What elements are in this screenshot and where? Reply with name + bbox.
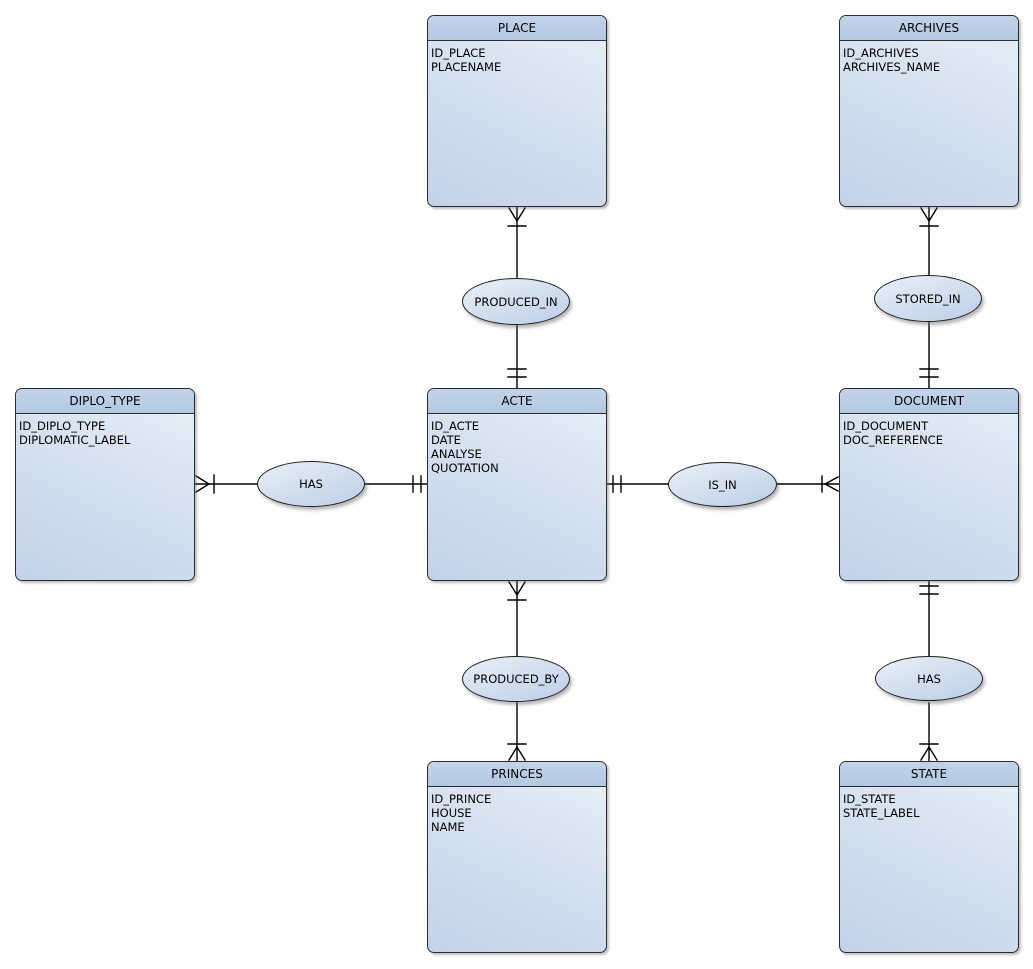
- crow-foot-marker: [920, 746, 938, 761]
- attribute-row: PLACENAME: [431, 60, 502, 74]
- entity-state[interactable]: STATE ID_STATE STATE_LABEL: [839, 761, 1019, 953]
- entity-acte-attributes: ID_ACTE DATE ANALYSE QUOTATION: [428, 414, 606, 475]
- connector-acte-is-in-document[interactable]: [606, 475, 840, 493]
- entity-princes-attributes: ID_PRINCE HOUSE NAME: [428, 787, 606, 834]
- entity-place[interactable]: PLACE ID_PLACE PLACENAME: [427, 15, 607, 207]
- entity-princes[interactable]: PRINCES ID_PRINCE HOUSE NAME: [427, 761, 607, 953]
- connector-place-produced-in-acte[interactable]: [507, 206, 527, 389]
- crow-foot-marker: [508, 746, 526, 761]
- double-bar-marker: [412, 475, 422, 493]
- attribute-row: DIPLOMATIC_LABEL: [19, 433, 131, 447]
- relationship-label: PRODUCED_IN: [474, 294, 558, 309]
- entity-princes-title: PRINCES: [428, 762, 606, 787]
- entity-diplo-type[interactable]: DIPLO_TYPE ID_DIPLO_TYPE DIPLOMATIC_LABE…: [15, 388, 195, 581]
- attribute-row: NAME: [431, 820, 465, 834]
- attribute-row: ID_PLACE: [431, 46, 486, 60]
- crow-foot-marker: [824, 476, 839, 492]
- relationship-has-document-state[interactable]: HAS: [875, 656, 983, 701]
- attribute-row: STATE_LABEL: [843, 806, 920, 820]
- relationship-label: STORED_IN: [895, 291, 961, 306]
- crow-foot-marker: [195, 475, 210, 493]
- attribute-row: ID_DIPLO_TYPE: [19, 419, 106, 433]
- entity-archives[interactable]: ARCHIVES ID_ARCHIVES ARCHIVES_NAME: [839, 15, 1019, 207]
- relationship-is-in[interactable]: IS_IN: [668, 462, 777, 507]
- attribute-row: ID_ACTE: [431, 419, 479, 433]
- relationship-stored-in[interactable]: STORED_IN: [874, 275, 982, 322]
- entity-place-attributes: ID_PLACE PLACENAME: [428, 41, 606, 74]
- entity-acte-title: ACTE: [428, 389, 606, 414]
- attribute-row: DATE: [431, 433, 461, 447]
- entity-document-title: DOCUMENT: [840, 389, 1018, 414]
- entity-place-title: PLACE: [428, 16, 606, 41]
- double-bar-marker: [507, 368, 527, 378]
- attribute-row: ID_STATE: [843, 792, 896, 806]
- attribute-row: ARCHIVES_NAME: [843, 60, 941, 74]
- attribute-row: ID_ARCHIVES: [843, 46, 919, 60]
- relationship-produced-by[interactable]: PRODUCED_BY: [462, 656, 570, 702]
- entity-archives-attributes: ID_ARCHIVES ARCHIVES_NAME: [840, 41, 1018, 74]
- attribute-row: ID_DOCUMENT: [843, 419, 929, 433]
- crow-foot-marker: [920, 207, 938, 222]
- connector-diplo-type-has-acte[interactable]: [194, 474, 428, 494]
- relationship-label: PRODUCED_BY: [473, 672, 559, 686]
- attribute-row: ANALYSE: [431, 447, 482, 461]
- attribute-row: ID_PRINCE: [431, 792, 492, 806]
- relationship-label: IS_IN: [708, 477, 737, 492]
- relationship-label: HAS: [299, 477, 323, 491]
- entity-archives-title: ARCHIVES: [840, 16, 1018, 41]
- relationship-has-diplo-type-acte[interactable]: HAS: [257, 461, 365, 507]
- entity-diplo-type-title: DIPLO_TYPE: [16, 389, 194, 414]
- entity-state-attributes: ID_STATE STATE_LABEL: [840, 787, 1018, 820]
- crow-foot-marker: [508, 207, 526, 222]
- double-bar-marker: [919, 585, 939, 595]
- attribute-row: QUOTATION: [431, 461, 499, 475]
- connector-document-has-state[interactable]: [919, 580, 939, 762]
- double-bar-marker: [919, 368, 939, 378]
- attribute-row: HOUSE: [431, 806, 472, 820]
- relationship-produced-in[interactable]: PRODUCED_IN: [462, 278, 570, 325]
- entity-document-attributes: ID_DOCUMENT DOC_REFERENCE: [840, 414, 1018, 447]
- attribute-row: DOC_REFERENCE: [843, 433, 943, 447]
- connector-archives-stored-in-document[interactable]: [919, 206, 939, 389]
- entity-acte[interactable]: ACTE ID_ACTE DATE ANALYSE QUOTATION: [427, 388, 607, 581]
- connector-acte-produced-by-princes[interactable]: [507, 580, 527, 762]
- relationship-label: HAS: [917, 671, 941, 686]
- crow-foot-marker: [508, 581, 526, 596]
- entity-diplo-type-attributes: ID_DIPLO_TYPE DIPLOMATIC_LABEL: [16, 414, 194, 447]
- entity-state-title: STATE: [840, 762, 1018, 787]
- double-bar-marker: [612, 475, 622, 493]
- entity-document[interactable]: DOCUMENT ID_DOCUMENT DOC_REFERENCE: [839, 388, 1019, 581]
